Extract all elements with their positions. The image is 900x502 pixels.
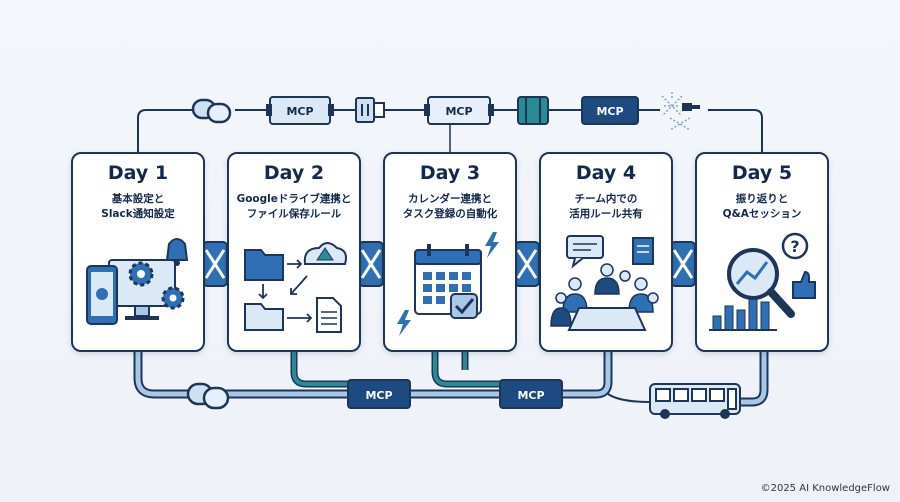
review-illustration: ?: [709, 232, 816, 331]
bell-icon: [165, 238, 189, 266]
drive-illustration: [244, 242, 347, 333]
day-title: Day 2: [263, 162, 325, 184]
day-description: Googleドライブ連携と ファイル保存ルール: [236, 193, 352, 220]
pipe-coupler-icon: [517, 96, 549, 125]
chain-connector-icon: [358, 241, 384, 287]
checkbox-icon: [450, 293, 478, 319]
folder-icon: [244, 249, 284, 281]
team-meeting-illustration: [550, 235, 659, 331]
document-icon: [632, 237, 654, 265]
mcp-connector-top-3: MCP: [581, 96, 639, 125]
bottom-pipeline: [133, 352, 769, 407]
mcp-label: MCP: [286, 105, 313, 118]
gear-icon: [128, 261, 154, 287]
bar-chart-icon: [709, 297, 777, 331]
day-description: 振り返りと Q&Aセッション: [722, 193, 802, 220]
mcp-connector-bottom-1: MCP: [347, 379, 411, 409]
copyright-footer: ©2025 AI KnowledgeFlow: [760, 483, 890, 494]
day-title: Day 3: [419, 162, 481, 184]
day-card-5: Day 5 振り返りと Q&Aセッション ?: [695, 152, 829, 352]
chain-connector-icon: [670, 241, 696, 287]
day-description: チーム内での 活用ルール共有: [569, 193, 643, 220]
sync-arrows-icon: [258, 259, 313, 323]
day-title: Day 1: [107, 162, 169, 184]
day-description: カレンダー連携と タスク登録の自動化: [402, 193, 498, 220]
card-link-connectors: [202, 241, 696, 287]
day-title: Day 4: [575, 162, 637, 184]
smartphone-icon: [86, 265, 118, 325]
chain-link-icon: [186, 382, 230, 410]
folder-open-icon: [244, 303, 284, 331]
lightning-icon: [397, 232, 499, 336]
bus-icon: [649, 383, 741, 419]
meeting-table-icon: [567, 307, 647, 331]
disconnected-icon: [661, 92, 700, 131]
chain-link-icon: [191, 98, 232, 124]
settings-illustration: [86, 238, 189, 325]
day-title: Day 5: [731, 162, 793, 184]
thumbs-up-icon: [792, 270, 816, 299]
mcp-connector-bottom-2: MCP: [499, 379, 563, 409]
magnifier-icon: [727, 248, 795, 318]
plug-connector-icon: [355, 97, 385, 123]
mcp-label: MCP: [445, 105, 472, 118]
gear-icon: [161, 286, 185, 310]
mcp-label: MCP: [517, 389, 544, 402]
day-card-1: Day 1 基本設定と Slack通知設定: [71, 152, 205, 352]
speech-bubble-icon: [566, 235, 604, 269]
chain-connector-icon: [514, 241, 540, 287]
mcp-connector-top-2: MCP: [424, 96, 494, 125]
document-icon: [316, 297, 342, 333]
mcp-label: MCP: [365, 389, 392, 402]
day-card-4: Day 4 チーム内での 活用ルール共有: [539, 152, 673, 352]
top-pipeline: [137, 109, 763, 152]
mcp-label: MCP: [596, 105, 623, 118]
question-bubble-icon: ?: [781, 232, 809, 260]
calendar-illustration: [397, 232, 499, 336]
cloud-drive-icon: [303, 242, 347, 265]
mcp-connector-top-1: MCP: [266, 96, 334, 125]
day-card-2: Day 2 Googleドライブ連携と ファイル保存ルール: [227, 152, 361, 352]
day-description: 基本設定と Slack通知設定: [101, 193, 175, 220]
svg-text:?: ?: [790, 237, 799, 256]
chain-connector-icon: [202, 241, 228, 287]
day-card-3: Day 3 カレンダー連携と タスク登録の自動化: [383, 152, 517, 352]
